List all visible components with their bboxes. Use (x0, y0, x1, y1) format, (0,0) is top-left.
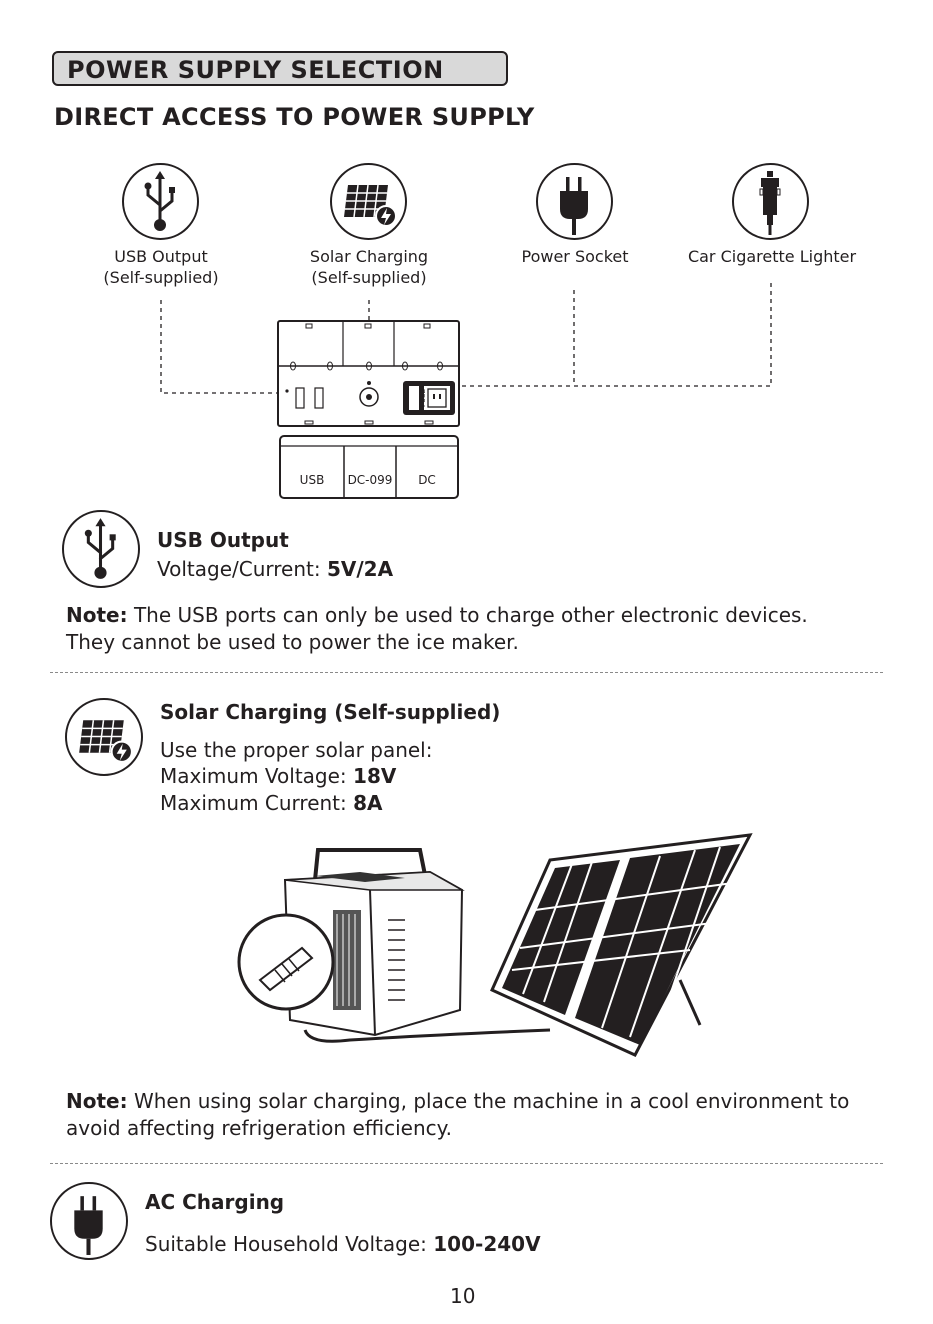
plug-icon (536, 163, 613, 240)
section-title-box: POWER SUPPLY SELECTION (52, 51, 508, 86)
svg-text:DC: DC (418, 473, 436, 487)
section-title: POWER SUPPLY SELECTION (67, 56, 444, 84)
svg-text:USB: USB (300, 473, 325, 487)
solar-section-icon (65, 698, 143, 776)
panel-diagram: FUSE USB DC-099 DC (160, 280, 772, 499)
divider (50, 1163, 883, 1164)
solar-max-voltage: Maximum Voltage: 18V (160, 764, 397, 788)
plug-section-icon (50, 1182, 128, 1260)
usb-output-label: USB Output(Self-supplied) (103, 247, 219, 287)
ac-section-title: AC Charging (145, 1190, 285, 1214)
solar-charging-illustration (237, 833, 753, 1057)
page-heading: DIRECT ACCESS TO POWER SUPPLY (54, 103, 535, 131)
divider (50, 672, 883, 673)
ac-voltage-line: Suitable Household Voltage: 100-240V (145, 1232, 541, 1256)
page-number: 10 (450, 1284, 476, 1308)
usb-note: Note: The USB ports can only be used to … (66, 603, 808, 654)
solar-line-1: Use the proper solar panel: (160, 738, 433, 762)
power-socket-label: Power Socket (521, 247, 629, 266)
svg-text:DC-099: DC-099 (348, 473, 393, 487)
usb-section-icon (62, 510, 140, 588)
svg-text:FUSE: FUSE (419, 389, 427, 407)
usb-section-title: USB Output (157, 528, 289, 552)
solar-max-current: Maximum Current: 8A (160, 791, 383, 815)
car-cigarette-lighter-label: Car Cigarette Lighter (687, 247, 857, 266)
car-cigarette-lighter-icon (732, 163, 809, 240)
usb-icon (122, 163, 199, 240)
solar-note: Note: When using solar charging, place t… (66, 1089, 850, 1140)
solar-section-title: Solar Charging (Self-supplied) (160, 700, 501, 724)
solar-panel-icon (330, 163, 407, 240)
solar-charging-label: Solar Charging(Self-supplied) (309, 247, 429, 287)
usb-voltage-line: Voltage/Current: 5V/2A (157, 557, 394, 581)
